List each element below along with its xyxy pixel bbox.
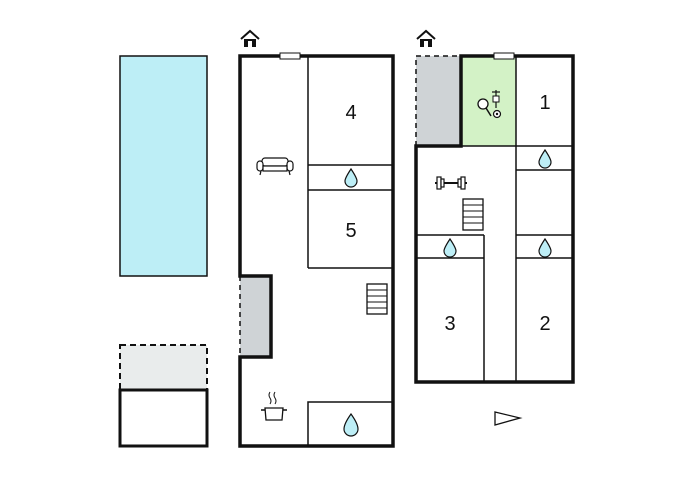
water-drop-icon	[343, 412, 359, 437]
cooking-pot-icon	[261, 391, 287, 421]
building-right	[414, 52, 575, 384]
stairs-icon	[462, 198, 484, 231]
building-left-walls	[238, 54, 395, 448]
house-entrance-icon	[416, 29, 436, 47]
terrace-left	[240, 276, 271, 357]
room-5-label: 5	[345, 220, 356, 242]
house-entrance-icon	[240, 29, 260, 47]
window	[279, 52, 301, 60]
room-4-label: 4	[345, 102, 356, 124]
water-drop-icon	[443, 237, 457, 258]
water-drop-icon	[538, 148, 552, 169]
outdoor-area-dashed	[119, 344, 208, 391]
window	[493, 52, 515, 60]
swimming-pool	[119, 55, 208, 277]
direction-arrow-icon	[494, 411, 523, 426]
table-tennis-icon	[477, 90, 502, 119]
room-3-label: 3	[444, 313, 455, 335]
room-2-label: 2	[539, 313, 550, 335]
games-room	[461, 56, 516, 146]
building-left	[238, 52, 395, 448]
stairs-icon	[366, 283, 388, 315]
sofa-icon	[256, 157, 294, 176]
water-drop-icon	[344, 167, 358, 188]
terrace-right	[416, 56, 461, 146]
outdoor-shed	[118, 388, 209, 448]
dumbbell-icon	[435, 176, 467, 190]
water-drop-icon	[538, 237, 552, 258]
room-1-label: 1	[539, 92, 550, 114]
